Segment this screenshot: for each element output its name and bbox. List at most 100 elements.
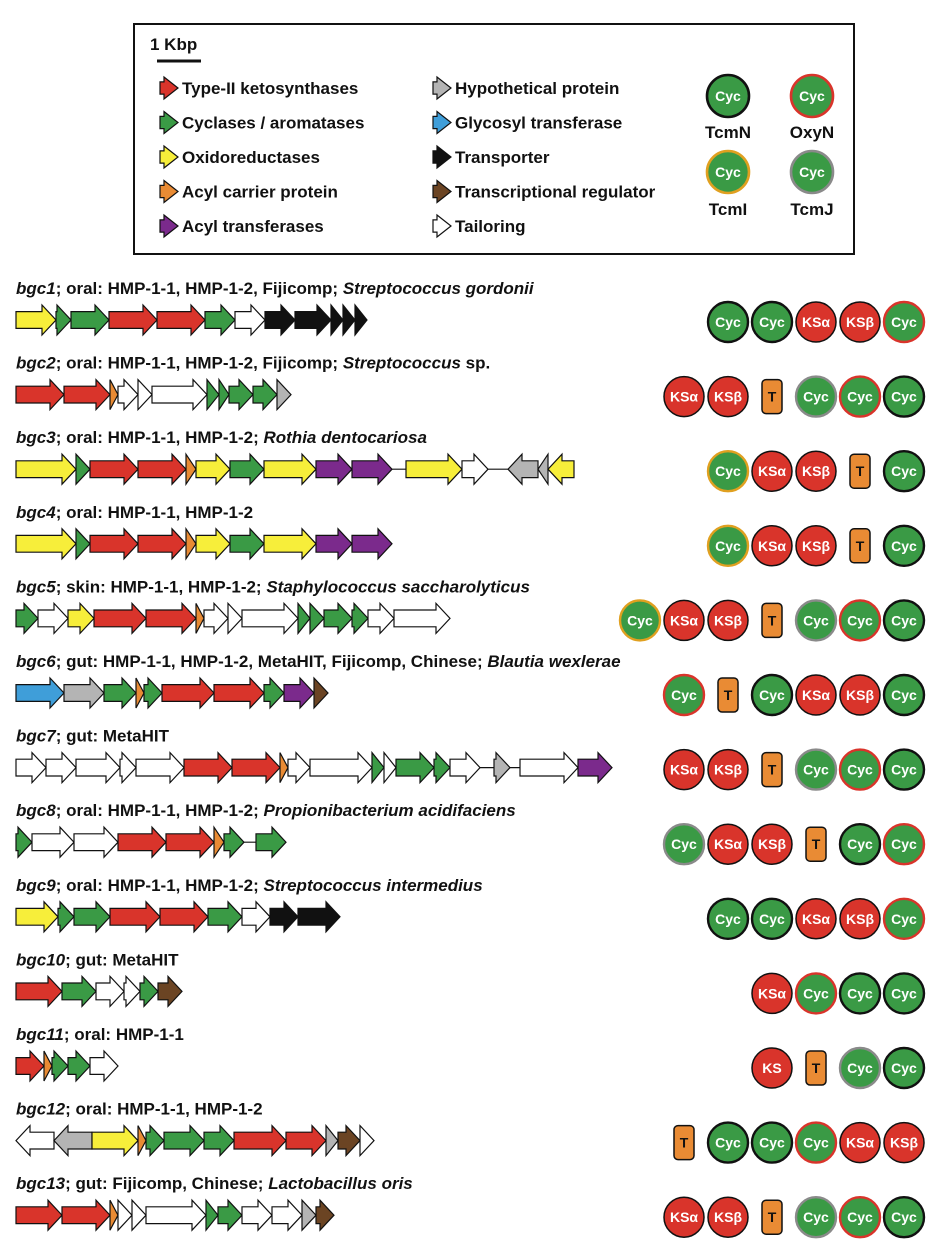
legend-cyc-name-tcmn: TcmN [705, 123, 751, 142]
domain-cyc-circle [706, 897, 750, 940]
domain-ksa-label: KSα [802, 314, 830, 330]
legend-cyc-text: Cyc [715, 164, 741, 180]
domain-cyc-label: Cyc [803, 1209, 829, 1225]
gene-arrow-cyc [223, 825, 245, 859]
gene-arrow-gt [15, 676, 65, 710]
domain-ksa-circle [751, 450, 793, 492]
legend-label-hyp: Hypothetical protein [455, 79, 619, 98]
domain-t [673, 1124, 695, 1161]
gene-arrow-ks [156, 303, 206, 337]
gene-arrow-tail [234, 303, 266, 337]
domain-cyc-circle [794, 375, 838, 418]
domain-cyc-circle [882, 972, 926, 1015]
gene-arrow-tail [37, 601, 69, 635]
gene-arrow-tail [151, 378, 208, 412]
domain-ksa-label: KSα [670, 612, 698, 628]
legend-label-reg: Transcriptional regulator [455, 183, 656, 202]
cluster-title: bgc13; gut: Fijicomp, Chinese; Lactobaci… [16, 1174, 413, 1193]
domain-cyc-label: Cyc [759, 314, 785, 330]
legend-arrow-hyp [432, 75, 452, 101]
gene-arrow-tail [31, 825, 75, 859]
domain-cyc-label: Cyc [847, 612, 873, 628]
legend-cyc-name-tcmj: TcmJ [790, 200, 833, 219]
cluster-title: bgc11; oral: HMP-1-1 [16, 1025, 184, 1044]
legend-cyc-name-oxyn: OxyN [790, 123, 834, 142]
domain-ksa-circle [663, 748, 705, 791]
gene-arrow-cyc [61, 974, 97, 1008]
domain-ksa-label: KSα [670, 762, 698, 778]
domain-cyc-circle [750, 300, 794, 344]
domain-cyc-label: Cyc [891, 836, 917, 852]
domain-ksa-circle [707, 823, 749, 865]
domain-ksb-circle [883, 1121, 925, 1164]
cluster-id: bgc11 [16, 1025, 64, 1044]
gene-arrow-cyc [207, 900, 243, 934]
domain-cyc-label: Cyc [715, 463, 741, 479]
gene-arrow-tail [241, 900, 271, 934]
cluster-title: bgc12; oral: HMP-1-1, HMP-1-2 [16, 1100, 263, 1119]
domain-t-label: T [724, 687, 733, 703]
legend-cyc-circle-tcmn [705, 73, 751, 119]
domain-cyc-label: Cyc [759, 911, 785, 927]
domain-ksb-circle [839, 674, 881, 716]
gene-arrow-acp [195, 603, 205, 634]
domain-cyc-label: Cyc [891, 463, 917, 479]
cluster-source: ; skin: HMP-1-1, HMP-1-2; [56, 577, 267, 596]
domain-cyc-label: Cyc [759, 1135, 785, 1151]
gene-arrow-at [577, 751, 613, 785]
gene-arrow-ox [405, 452, 463, 486]
domain-cyc-label: Cyc [627, 612, 653, 628]
cluster-title: bgc1; oral: HMP-1-1, HMP-1-2, Fijicomp; … [16, 279, 535, 298]
domain-ksa-label: KSα [802, 687, 830, 703]
domain-cyc-circle [882, 823, 926, 866]
gene-arrow-ks [165, 825, 215, 859]
gene-arrow-ks [285, 1124, 327, 1158]
gene-arrow-ox [15, 303, 57, 337]
gene-arrow-tail [367, 601, 395, 635]
cluster-id: bgc4 [16, 503, 56, 522]
gene-arrow-cyc [297, 601, 311, 636]
domain-ksb-circle [839, 301, 881, 343]
legend-cyc-text: Cyc [799, 88, 825, 104]
cluster-species: Streptococcus [343, 354, 461, 373]
domain-cyc-circle [618, 599, 662, 642]
domain-ksa-label: KSα [714, 836, 742, 852]
gene-arrow-at [283, 676, 315, 710]
gene-arrow-ox [263, 452, 317, 486]
gene-arrow-reg [315, 1198, 335, 1232]
domain-t [761, 378, 783, 415]
gene-arrow-cyc [229, 527, 265, 561]
domain-t [805, 826, 827, 862]
gene-arrow-ks [15, 974, 63, 1008]
domain-ksb-label: KSβ [802, 538, 830, 554]
domain-cyc-circle [882, 897, 926, 940]
cluster-source: ; gut: MetaHIT [56, 727, 170, 746]
gene-arrow-ks [117, 825, 167, 859]
legend-cyc-name-tcmi: TcmI [709, 200, 747, 219]
gene-arrow-tail [393, 601, 451, 635]
legend-label-cyc: Cyclases / aromatases [182, 114, 364, 133]
gene-arrow-tail [227, 601, 243, 635]
domain-ksa-label: KSα [802, 911, 830, 927]
gene-arrow-cyc [263, 676, 285, 710]
gene-arrow-cyc [309, 601, 325, 635]
domain-ksb-label: KSβ [802, 463, 830, 479]
gene-arrow-ks [89, 527, 139, 561]
legend-cyc-text: Cyc [799, 164, 825, 180]
domain-cyc-label: Cyc [715, 911, 741, 927]
domain-cyc-circle [882, 375, 926, 418]
domain-t [849, 453, 871, 489]
domain-ksa-circle [751, 525, 793, 567]
legend-label-gt: Glycosyl transferase [455, 114, 622, 133]
domain-ksa-circle [663, 375, 705, 418]
gene-arrow-tr [269, 900, 299, 934]
domain-ksb-label: KSβ [714, 612, 742, 628]
gene-arrow-ox [15, 900, 59, 934]
domain-cyc-label: Cyc [759, 687, 785, 703]
gene-arrow-acp [109, 1199, 119, 1231]
domain-cyc-label: Cyc [671, 836, 697, 852]
domain-cyc-circle [750, 1121, 794, 1164]
cluster-id: bgc12 [16, 1100, 66, 1119]
domain-ksb-label: KSβ [846, 911, 874, 927]
